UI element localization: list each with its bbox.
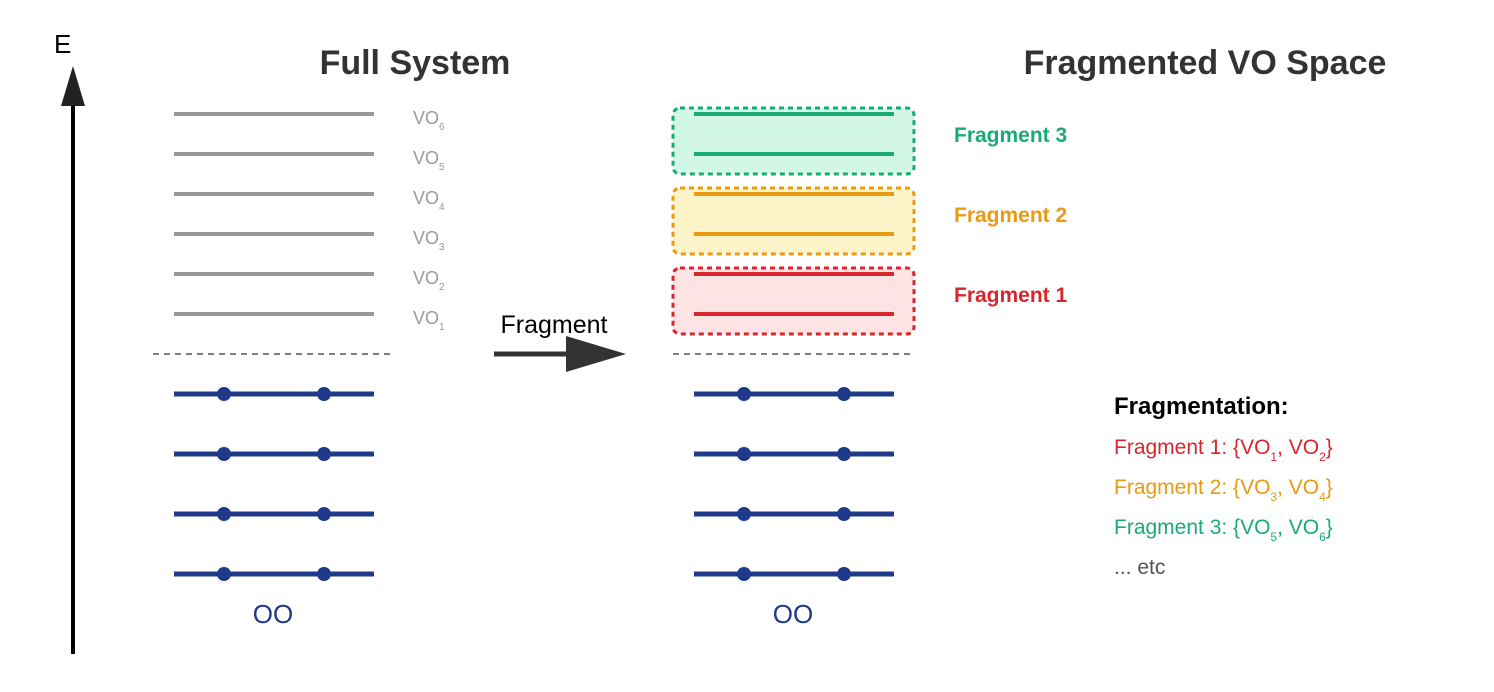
legend-vo-base: VO bbox=[1240, 476, 1270, 499]
legend-separator: , bbox=[1277, 516, 1289, 539]
legend-entry-prefix: Fragment 2: { bbox=[1114, 476, 1240, 499]
energy-axis: E bbox=[54, 29, 85, 654]
vo-level-label-base: VO bbox=[413, 188, 439, 208]
legend-title: Fragmentation: bbox=[1114, 393, 1289, 420]
legend-vo-subscript: 2 bbox=[1319, 450, 1326, 464]
electron-dot bbox=[217, 447, 231, 461]
fragment-label: Fragment 2 bbox=[954, 204, 1067, 227]
fragment-box-outline bbox=[671, 186, 916, 256]
vo-level-label: VO4 bbox=[413, 188, 445, 213]
legend-vo-subscript: 4 bbox=[1319, 490, 1326, 504]
fragment-box-outline bbox=[671, 266, 916, 336]
vo-level-label-subscript: 5 bbox=[439, 162, 445, 173]
fragment-label: Fragment 1 bbox=[954, 284, 1068, 307]
fragment-boxes: Fragment 3 Fragment 2 Fragment 1 bbox=[671, 106, 1068, 336]
fragmentation-legend: Fragmentation: Fragment 1: {VO1, VO2}Fra… bbox=[1114, 393, 1333, 579]
vo-level-label: VO6 bbox=[413, 108, 445, 133]
legend-entry: Fragment 2: {VO3, VO4} bbox=[1114, 476, 1333, 504]
electron-dot bbox=[837, 507, 851, 521]
fragment-arrow-label: Fragment bbox=[501, 311, 608, 339]
electron-dot bbox=[837, 567, 851, 581]
legend-vo-subscript: 1 bbox=[1270, 450, 1277, 464]
legend-vo-subscript: 6 bbox=[1319, 530, 1326, 544]
legend-entry-suffix: } bbox=[1326, 436, 1333, 459]
vo-level-label: VO2 bbox=[413, 268, 445, 293]
electron-dot bbox=[737, 507, 751, 521]
electron-dot bbox=[737, 387, 751, 401]
fragment-arrow-head bbox=[566, 336, 626, 372]
fragmented-vo-panel: Fragmented VO Space Fragment 3 Fragment 2… bbox=[671, 44, 1387, 629]
fragment-box: Fragment 2 bbox=[671, 186, 1067, 256]
legend-separator: , bbox=[1277, 436, 1289, 459]
electron-dot bbox=[317, 507, 331, 521]
vo-level-label-base: VO bbox=[413, 148, 439, 168]
legend-vo-base: VO bbox=[1240, 436, 1270, 459]
left-oo-label: OO bbox=[253, 599, 293, 629]
legend-entry-suffix: } bbox=[1326, 476, 1333, 499]
vo-level-label-base: VO bbox=[413, 108, 439, 128]
vo-level-label-subscript: 1 bbox=[439, 322, 445, 333]
vo-level-label: VO3 bbox=[413, 228, 445, 253]
fragment-box-outline bbox=[671, 106, 916, 176]
fragment-arrow: Fragment bbox=[494, 311, 626, 372]
right-oo-label: OO bbox=[773, 599, 813, 629]
legend-etc: ... etc bbox=[1114, 556, 1165, 579]
electron-dot bbox=[317, 387, 331, 401]
vo-level-label: VO5 bbox=[413, 148, 445, 173]
vo-level-label-base: VO bbox=[413, 308, 439, 328]
fragment-box: Fragment 3 bbox=[671, 106, 1067, 176]
full-system-title: Full System bbox=[320, 44, 511, 82]
legend-separator: , bbox=[1277, 476, 1289, 499]
legend-vo-base: VO bbox=[1289, 436, 1319, 459]
vo-level-label-subscript: 2 bbox=[439, 282, 445, 293]
legend-vo-base: VO bbox=[1289, 476, 1319, 499]
electron-dot bbox=[217, 507, 231, 521]
vo-level-label-base: VO bbox=[413, 268, 439, 288]
legend-entry-prefix: Fragment 1: { bbox=[1114, 436, 1240, 459]
vo-level-label-subscript: 6 bbox=[439, 122, 445, 133]
legend-entry-prefix: Fragment 3: { bbox=[1114, 516, 1240, 539]
legend-vo-subscript: 5 bbox=[1270, 530, 1277, 544]
energy-axis-arrowhead bbox=[61, 66, 85, 106]
legend-entry-suffix: } bbox=[1326, 516, 1333, 539]
vo-level-label-subscript: 4 bbox=[439, 202, 445, 213]
vo-level-label: VO1 bbox=[413, 308, 445, 333]
electron-dot bbox=[837, 447, 851, 461]
fragment-box: Fragment 1 bbox=[671, 266, 1068, 336]
electron-dot bbox=[217, 567, 231, 581]
vo-level-label-subscript: 3 bbox=[439, 242, 445, 253]
legend-vo-base: VO bbox=[1240, 516, 1270, 539]
electron-dot bbox=[317, 567, 331, 581]
electron-dot bbox=[217, 387, 231, 401]
fragmented-vo-title: Fragmented VO Space bbox=[1024, 44, 1387, 82]
fragment-label: Fragment 3 bbox=[954, 124, 1067, 147]
electron-dot bbox=[737, 567, 751, 581]
energy-axis-label: E bbox=[54, 29, 71, 59]
electron-dot bbox=[317, 447, 331, 461]
legend-entry: Fragment 3: {VO5, VO6} bbox=[1114, 516, 1333, 544]
electron-dot bbox=[837, 387, 851, 401]
left-oo-levels bbox=[174, 387, 374, 581]
legend-entries: Fragment 1: {VO1, VO2}Fragment 2: {VO3, … bbox=[1114, 436, 1333, 544]
right-oo-levels bbox=[694, 387, 894, 581]
vo-level-label-base: VO bbox=[413, 228, 439, 248]
legend-vo-subscript: 3 bbox=[1270, 490, 1277, 504]
legend-entry: Fragment 1: {VO1, VO2} bbox=[1114, 436, 1333, 464]
legend-vo-base: VO bbox=[1289, 516, 1319, 539]
electron-dot bbox=[737, 447, 751, 461]
